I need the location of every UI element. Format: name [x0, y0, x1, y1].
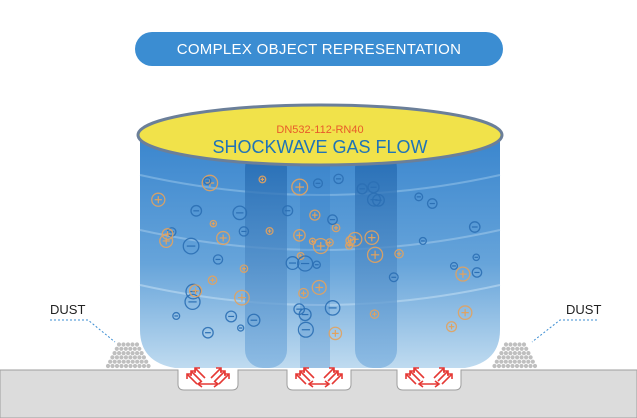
minus-particle	[296, 255, 314, 272]
plus-particle	[239, 264, 249, 273]
plus-particle	[298, 287, 309, 299]
minus-particle	[297, 321, 314, 338]
minus-particle	[426, 198, 438, 209]
minus-particle	[212, 254, 224, 265]
shock-arrow	[295, 373, 307, 385]
dust-label-left: DUST	[50, 302, 86, 317]
plus-particle	[265, 226, 274, 236]
shock-arrow	[405, 373, 417, 385]
plus-particle	[258, 175, 267, 184]
flow-stripe	[245, 150, 287, 368]
shock-arrow	[186, 373, 198, 385]
minus-particle	[190, 204, 203, 217]
minus-particle	[247, 313, 261, 327]
top-ellipse	[136, 103, 504, 167]
plus-particle	[369, 309, 380, 319]
gas-column	[139, 135, 501, 368]
minus-particle	[312, 178, 324, 189]
minus-particle	[366, 192, 382, 207]
shock-arrow	[190, 370, 202, 382]
shock-arrow	[299, 370, 311, 382]
minus-particle	[282, 205, 294, 217]
shock-arrow	[441, 373, 453, 385]
minus-particle	[327, 214, 338, 226]
plus-particle	[364, 230, 380, 246]
minus-particle	[232, 205, 248, 221]
object-code: DN532-112-RN40	[276, 124, 364, 136]
title-banner: COMPLEX OBJECT REPRESENTATION	[135, 32, 503, 66]
shock-arrow	[194, 367, 206, 379]
plus-particle	[311, 279, 327, 296]
shockwave-arrows	[186, 367, 453, 388]
shock-arrow	[323, 367, 335, 379]
minus-particle	[298, 307, 312, 322]
minus-particle	[356, 183, 368, 195]
shock-arrow	[331, 373, 343, 385]
plus-particle	[328, 326, 343, 341]
plus-particle	[325, 238, 334, 247]
shock-arrow	[327, 370, 339, 382]
plus-particle	[312, 237, 329, 255]
minus-particle	[202, 326, 214, 339]
plus-particle	[394, 248, 404, 259]
plus-particle	[345, 241, 354, 250]
shock-arrow	[210, 367, 222, 379]
minus-particle	[225, 310, 238, 323]
plus-particle	[445, 321, 458, 333]
plus-particle	[291, 178, 309, 196]
minus-particle	[333, 173, 344, 185]
minus-particle	[472, 253, 481, 262]
ground	[0, 369, 637, 418]
plus-particle	[151, 192, 166, 207]
minus-particle	[418, 236, 427, 246]
plus-particle	[233, 289, 250, 306]
plus-particle	[216, 230, 231, 246]
dust-label-right: DUST	[566, 302, 602, 317]
shock-arrow	[214, 370, 226, 382]
plus-particle	[188, 284, 203, 298]
minus-particle	[414, 192, 424, 202]
plus-particle	[293, 229, 306, 242]
minus-particle	[172, 311, 181, 321]
plus-particle	[209, 219, 218, 228]
plus-particle	[366, 246, 384, 263]
shock-arrow	[437, 370, 449, 382]
minus-particle	[324, 300, 341, 316]
plus-particle	[331, 223, 341, 233]
shock-arrow	[218, 373, 230, 385]
plus-particle	[207, 275, 218, 286]
plus-particle	[455, 266, 471, 282]
dust-pile-left	[105, 342, 151, 369]
particles	[151, 173, 483, 341]
minus-particle	[468, 221, 481, 233]
minus-particle	[182, 237, 200, 255]
shock-arrow	[303, 367, 315, 379]
object-title: SHOCKWAVE GAS FLOW	[212, 137, 428, 157]
dust-left-leader	[50, 319, 116, 343]
shock-arrow	[413, 367, 425, 379]
dust-right-leader	[531, 319, 597, 343]
minus-particle	[449, 261, 459, 271]
minus-particle	[203, 176, 212, 186]
shock-arrow	[409, 370, 421, 382]
minus-particle	[471, 267, 483, 278]
minus-particle	[285, 256, 300, 271]
minus-particle	[184, 293, 201, 311]
plus-particle	[457, 305, 473, 321]
minus-particle	[236, 324, 245, 332]
plus-particle	[309, 209, 321, 221]
plus-particle	[161, 228, 174, 241]
shock-arrow	[433, 367, 445, 379]
plus-particle	[347, 231, 363, 247]
minus-particle	[238, 226, 250, 237]
minus-particle	[388, 272, 399, 283]
flow-stripe	[355, 150, 397, 368]
dust-pile-right	[492, 342, 538, 369]
